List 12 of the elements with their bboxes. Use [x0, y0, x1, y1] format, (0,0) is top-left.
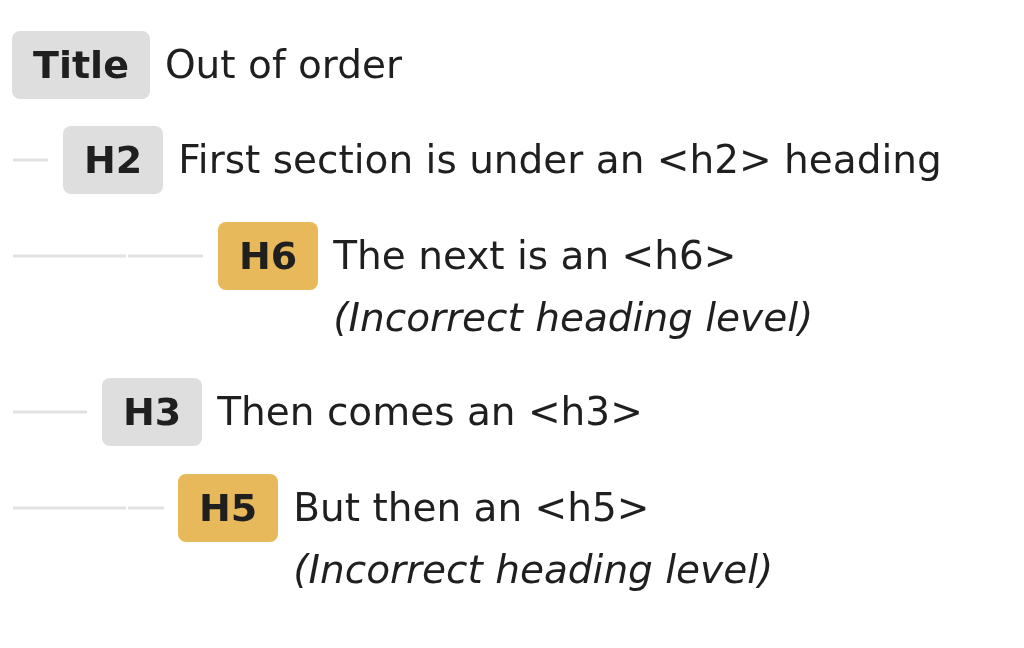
warning-level-badge: H5 — [178, 474, 279, 542]
warning-level-badge: H6 — [218, 222, 319, 290]
heading-text: Then comes an <h3> — [217, 388, 643, 436]
heading-text: First section is under an <h2> heading — [178, 136, 942, 184]
warning-note: (Incorrect heading level) — [333, 294, 814, 342]
heading-text: But then an <h5> — [293, 484, 650, 532]
heading-level-badge: H3 — [102, 378, 203, 446]
heading-text: Out of order — [164, 41, 402, 89]
heading-level-badge: Title — [12, 31, 150, 99]
warning-note: (Incorrect heading level) — [293, 546, 774, 594]
heading-level-badge: H2 — [63, 126, 164, 194]
heading-text: The next is an <h6> — [333, 232, 737, 280]
